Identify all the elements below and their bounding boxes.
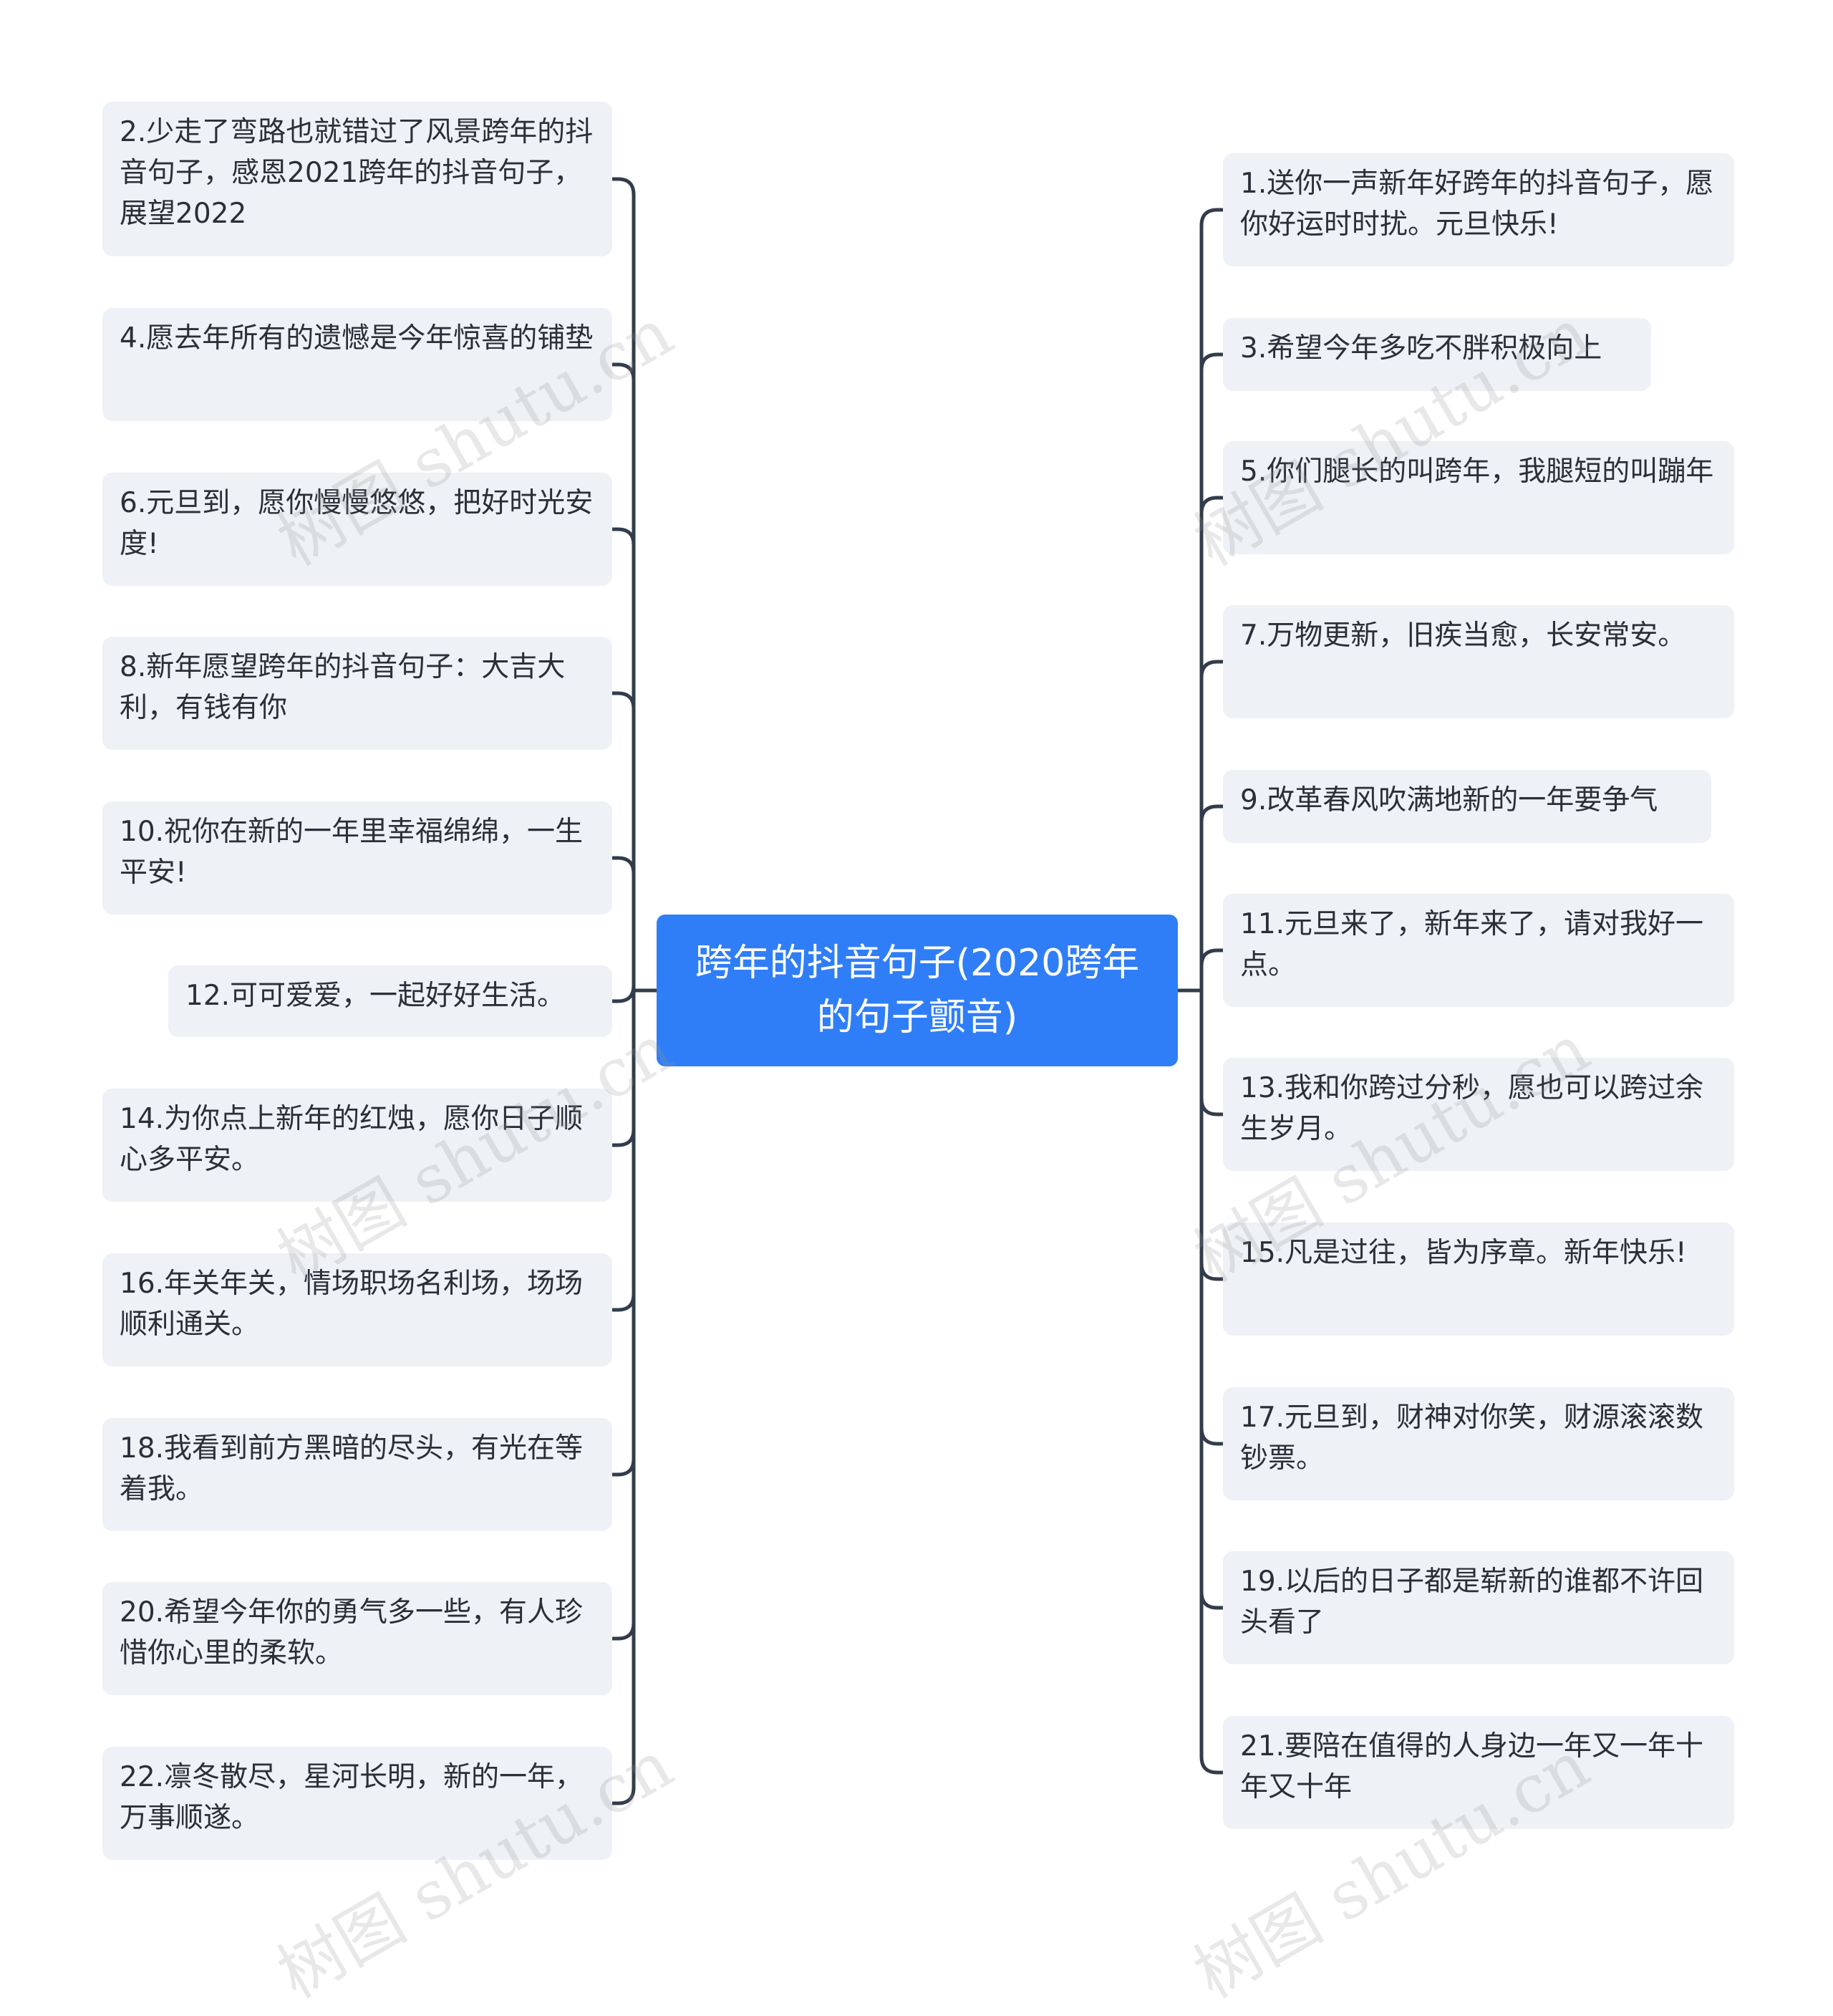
right-node-connector-10 (1199, 988, 1225, 1610)
left-node-connector-4 (610, 691, 636, 993)
left-node-4[interactable]: 8.新年愿望跨年的抖音句子：大吉大利，有钱有你 (102, 637, 612, 750)
mind-map-canvas: 跨年的抖音句子(2020跨年的句子颤音) 2.少走了弯路也就错过了风景跨年的抖音… (102, 102, 1734, 2013)
left-node-7[interactable]: 14.为你点上新年的红烛，愿你日子顺心多平安。 (102, 1089, 612, 1202)
right-node-connector-5 (1199, 804, 1225, 993)
right-node-5[interactable]: 9.改革春风吹满地新的一年要争气 (1223, 770, 1711, 843)
left-node-6[interactable]: 12.可可爱爱，一起好好生活。 (168, 965, 612, 1037)
right-node-connector-6 (1199, 948, 1225, 993)
right-node-6[interactable]: 11.元旦来了，新年来了，请对我好一点。 (1223, 894, 1734, 1007)
right-node-11[interactable]: 21.要陪在值得的人身边一年又一年十年又十年 (1223, 1716, 1734, 1829)
left-node-10[interactable]: 20.希望今年你的勇气多一些，有人珍惜你心里的柔软。 (102, 1582, 612, 1695)
left-node-connector-8 (610, 988, 636, 1312)
left-node-connector-6 (610, 985, 636, 1003)
right-node-9[interactable]: 17.元旦到，财神对你笑，财源滚滚数钞票。 (1223, 1387, 1734, 1500)
left-node-connector-5 (610, 856, 636, 993)
left-node-connector-11 (610, 988, 636, 1805)
root-topic[interactable]: 跨年的抖音句子(2020跨年的句子颤音) (657, 915, 1178, 1066)
right-node-1[interactable]: 1.送你一声新年好跨年的抖音句子，愿你好运时时扰。元旦快乐! (1223, 153, 1734, 266)
right-node-2[interactable]: 3.希望今年多吃不胖积极向上 (1223, 318, 1651, 391)
left-node-connector-10 (610, 988, 636, 1641)
right-node-connector-11 (1199, 988, 1225, 1775)
left-node-1[interactable]: 2.少走了弯路也就错过了风景跨年的抖音句子，感恩2021跨年的抖音句子，展望20… (102, 102, 612, 256)
right-node-3[interactable]: 5.你们腿长的叫跨年，我腿短的叫蹦年 (1223, 441, 1734, 554)
left-node-connector-9 (610, 988, 636, 1477)
left-node-5[interactable]: 10.祝你在新的一年里幸福绵绵，一生平安! (102, 801, 612, 915)
right-node-connector-2 (1199, 352, 1225, 993)
left-node-9[interactable]: 18.我看到前方黑暗的尽头，有光在等着我。 (102, 1418, 612, 1531)
left-node-connector-3 (610, 527, 636, 993)
left-node-connector-1 (610, 177, 636, 993)
right-node-connector-4 (1199, 660, 1225, 993)
left-node-8[interactable]: 16.年关年关，情场职场名利场，场场顺利通关。 (102, 1253, 612, 1366)
right-node-8[interactable]: 15.凡是过往，皆为序章。新年快乐! (1223, 1222, 1734, 1336)
left-node-connector-2 (610, 362, 636, 993)
right-node-connector-7 (1199, 988, 1225, 1116)
right-node-connector-9 (1199, 988, 1225, 1446)
connector-lines (610, 177, 1225, 1805)
right-node-10[interactable]: 19.以后的日子都是崭新的谁都不许回头看了 (1223, 1551, 1734, 1664)
right-node-7[interactable]: 13.我和你跨过分秒，愿也可以跨过余生岁月。 (1223, 1058, 1734, 1171)
right-node-4[interactable]: 7.万物更新，旧疾当愈，长安常安。 (1223, 605, 1734, 718)
right-node-connector-1 (1199, 208, 1225, 993)
left-node-2[interactable]: 4.愿去年所有的遗憾是今年惊喜的铺垫 (102, 308, 612, 421)
left-node-connector-7 (610, 988, 636, 1147)
left-node-11[interactable]: 22.凛冬散尽，星河长明，新的一年，万事顺遂。 (102, 1747, 612, 1860)
right-node-connector-8 (1199, 988, 1225, 1281)
right-node-connector-3 (1199, 496, 1225, 993)
left-node-3[interactable]: 6.元旦到，愿你慢慢悠悠，把好时光安度! (102, 473, 612, 586)
